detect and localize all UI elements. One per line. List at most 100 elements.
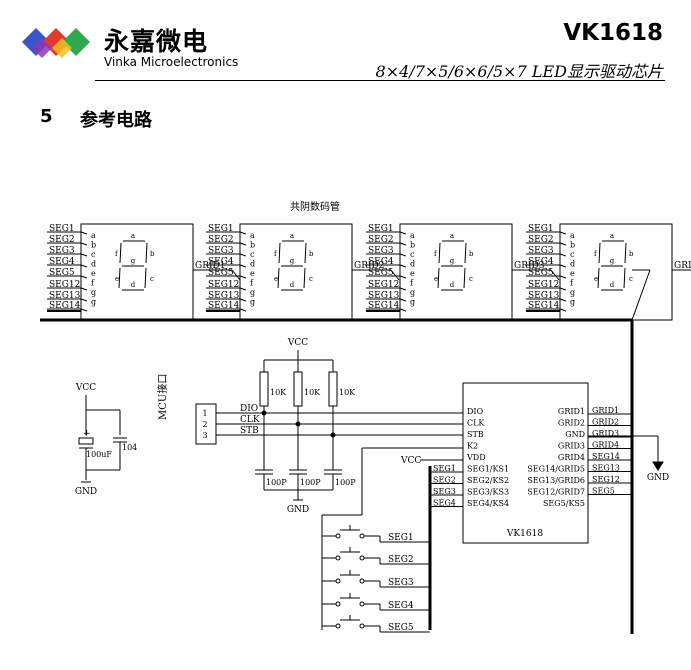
cap-104-value: 104 (122, 443, 137, 452)
seg-letter: g (91, 288, 96, 297)
right-net-label: GRID4 (592, 441, 619, 450)
digit-label-f: f (115, 250, 119, 258)
chip-pin-left: CLK (467, 419, 485, 428)
seg-line-stub (80, 308, 88, 312)
mcu-label: MCU接口 (156, 374, 169, 420)
junction (295, 421, 301, 427)
seg-letter: e (250, 269, 255, 278)
bus-label: STB (240, 426, 259, 436)
cap-value: 100P (300, 478, 321, 487)
seg-pin-label: SEG13 (368, 291, 400, 301)
chip-pin-left: K2 (467, 442, 478, 451)
grid-label: GRID4 (674, 261, 691, 271)
seg-line-stub (80, 242, 88, 246)
grid-stub (231, 269, 241, 281)
resistor (259, 371, 269, 407)
seg-letter: e (410, 269, 415, 278)
seg-pin-label: SEG5 (528, 268, 554, 278)
seg-letter: g (91, 298, 96, 307)
right-net-label: GRID2 (592, 418, 619, 427)
brand-name-cn: 永嘉微电 (104, 27, 209, 56)
switch-contact (335, 601, 341, 607)
digit-c (623, 267, 626, 289)
seg-pin-label: SEG13 (528, 291, 560, 301)
chip-pin-left: SEG1/KS1 (467, 465, 509, 474)
junction (261, 410, 267, 416)
seg-line-stub (399, 308, 407, 312)
digit-label-b: b (150, 250, 155, 258)
seg-letter: c (410, 250, 415, 259)
digit-f (598, 242, 601, 264)
section-title: 参考电路 (80, 110, 152, 131)
key-net-label: SEG1 (388, 533, 414, 543)
digit-label-e: e (274, 275, 278, 283)
cap-100uf-value: 100uF (86, 450, 112, 459)
digit-label-c: c (309, 275, 313, 283)
digit-label-a: a (131, 232, 135, 240)
seg-line-stub (399, 264, 407, 268)
digit-label-g: g (450, 257, 455, 265)
seg-pin-label: SEG3 (368, 246, 394, 256)
seg-line-stub (559, 253, 567, 257)
switch-contact (359, 533, 365, 539)
seg-letter: d (410, 260, 415, 269)
seg-pin-label: SEG2 (49, 235, 75, 245)
seg-line-stub (239, 287, 247, 291)
header-divider (95, 80, 665, 81)
digit-label-d: d (610, 281, 615, 289)
right-net-label: SEG12 (592, 475, 620, 484)
seg-line-stub (239, 264, 247, 268)
seg-pin-label: SEG14 (208, 301, 240, 311)
connector-pin: 2 (202, 420, 207, 429)
cap-value: 100P (335, 478, 356, 487)
chip-name: VK1618 (506, 529, 543, 539)
seg-line-stub (80, 275, 88, 279)
seg-letter: d (250, 260, 255, 269)
seg-letter: a (410, 231, 415, 240)
digit-label-f: f (594, 250, 598, 258)
digit-label-e: e (434, 275, 438, 283)
digit-label-e: e (115, 275, 119, 283)
digit-e (118, 267, 121, 289)
digit-label-d: d (131, 281, 136, 289)
seg-letter: f (410, 279, 414, 288)
seg-pin-label: SEG2 (528, 235, 554, 245)
section-number: 5 (40, 106, 53, 127)
cap-value: 100P (266, 478, 287, 487)
seg-letter: g (250, 288, 255, 297)
digit-label-a: a (610, 232, 614, 240)
vcc-label-top: VCC (287, 338, 308, 348)
chip-pin-right: SEG14/GRID5 (527, 465, 585, 474)
seg-letter: c (250, 250, 255, 259)
chip-vcc: VCC (400, 456, 421, 466)
digit-e (277, 267, 280, 289)
chip-pin-right: GND (565, 430, 585, 439)
chip-pin-left: SEG2/KS2 (467, 476, 509, 485)
seg-line-stub (239, 298, 247, 302)
seg-letter: a (570, 231, 575, 240)
seg-pin-label: SEG3 (208, 246, 234, 256)
grid-stub (550, 269, 560, 281)
seg-pin-label: SEG1 (208, 224, 234, 234)
switch-contact (335, 533, 341, 539)
digit-label-a: a (450, 232, 454, 240)
grid4-bend (631, 269, 651, 321)
seg-line-stub (239, 308, 247, 312)
chip-pin-left: VDD (466, 453, 486, 462)
seg-pin-label: SEG2 (368, 235, 394, 245)
seg-pin-label: SEG4 (528, 257, 554, 267)
seg-pin-label: SEG5 (208, 268, 234, 278)
digit-label-g: g (290, 257, 295, 265)
digit-label-f: f (434, 250, 438, 258)
right-net-label: GRID3 (592, 429, 619, 438)
digit-f (119, 242, 122, 264)
bus-label: DIO (240, 404, 258, 414)
seg-letter: d (570, 260, 575, 269)
seg-line-stub (559, 264, 567, 268)
seg-line-stub (559, 275, 567, 279)
chip-pin-right: SEG12/GRID7 (527, 488, 585, 497)
connector-pin: 1 (202, 409, 207, 418)
switch-contact (335, 555, 341, 561)
seg-line-stub (399, 231, 407, 235)
